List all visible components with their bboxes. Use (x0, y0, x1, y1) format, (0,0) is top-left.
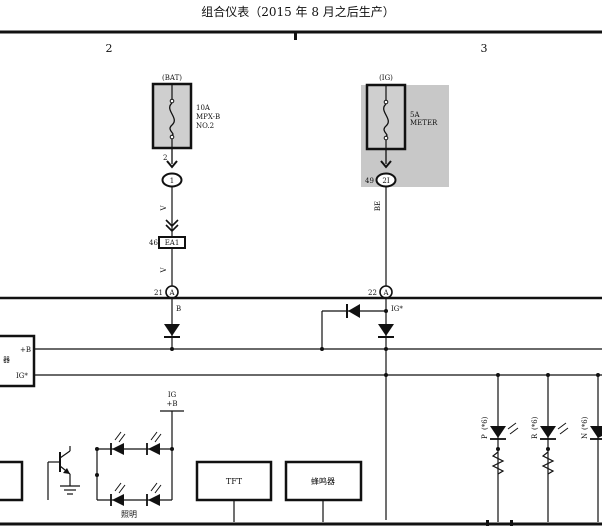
fuse-bat-number: NO.2 (196, 122, 214, 130)
ig-source-label: (IG) (379, 74, 393, 82)
wire-color-v-upper: V (160, 205, 168, 212)
meter-terminal-22-label: A (382, 289, 389, 297)
connector-arrow-ig (380, 160, 392, 169)
bat-source-label: (BAT) (162, 74, 182, 82)
meter-terminal-21-label: A (168, 289, 175, 297)
diode-b (164, 324, 180, 338)
connector-ig (375, 172, 397, 188)
diagram-title: 组合仪表（2015 年 8 月之后生产） (201, 4, 395, 19)
junction-ea1 (158, 236, 186, 249)
fuse-bat-pin: 2 (163, 154, 167, 162)
connector-ig-label: 2I (382, 177, 389, 185)
connector-arrow-bat (166, 160, 178, 169)
junction-pin: 46 (149, 239, 158, 247)
fuse-mpx-b (151, 82, 193, 150)
node-ig-bus (384, 373, 388, 377)
frame-bottom-tick-1 (486, 520, 489, 526)
left-module-label: 器 (3, 356, 10, 364)
junction-label: EA1 (165, 239, 180, 247)
led-2 (146, 431, 162, 455)
ground-icon (60, 485, 80, 495)
led-supply-ig: IG (168, 391, 177, 399)
bus-label-b-plus: +B (20, 346, 31, 354)
buzzer-box (284, 460, 363, 502)
indicator-n-letter: N (581, 433, 589, 439)
connector-bat (161, 172, 183, 188)
frame-divider-tick (294, 32, 297, 40)
meter-pin-21: 21 (154, 289, 163, 297)
tft-label: TFT (226, 477, 243, 486)
indicator-r (540, 373, 569, 522)
fuse-ig-rating: 5A (410, 111, 420, 119)
column-number-3: 3 (481, 42, 488, 55)
diode-ig (378, 324, 394, 338)
indicator-n-mark: (*6) (581, 416, 589, 430)
indicator-p-mark: (*6) (481, 416, 489, 430)
ig-star-label: IG* (391, 305, 403, 313)
indicator-n (590, 373, 602, 522)
left-module-box (0, 334, 36, 388)
indicator-r-letter: R (531, 433, 539, 439)
led-supply-bplus: +B (166, 400, 177, 408)
buzzer-label: 蜂鸣器 (311, 476, 335, 486)
double-arrow-connector (165, 219, 179, 233)
node-led-2 (170, 447, 174, 451)
lighting-label: 照明 (121, 510, 137, 519)
indicator-p (490, 373, 519, 522)
column-number-2: 2 (106, 42, 113, 55)
fuse-bat-rating: 10A (196, 104, 211, 112)
meter-pin-22: 22 (368, 289, 377, 297)
fuse-ig-name: METER (410, 119, 438, 127)
node-led-3 (95, 473, 99, 477)
fuse-meter (365, 83, 407, 151)
diode-horizontal (346, 304, 360, 318)
transistor (47, 446, 71, 500)
frame-bottom-tick-2 (510, 520, 513, 526)
led-1 (110, 431, 126, 455)
led-3 (110, 482, 126, 506)
fuse-ig-pin: 49 (365, 177, 374, 185)
bus-label-ig-star: IG* (16, 372, 28, 380)
connector-bat-label: 1 (170, 177, 174, 185)
wire-color-v-lower: V (160, 267, 168, 274)
indicator-r-mark: (*6) (531, 416, 539, 430)
left-bottom-box (0, 460, 24, 502)
fuse-bat-name: MPX-B (196, 113, 220, 121)
led-4 (146, 482, 162, 506)
node-led-1 (95, 447, 99, 451)
wire-color-b: B (176, 305, 181, 313)
wire-color-be: BE (374, 201, 382, 211)
indicator-p-letter: P (481, 434, 489, 439)
